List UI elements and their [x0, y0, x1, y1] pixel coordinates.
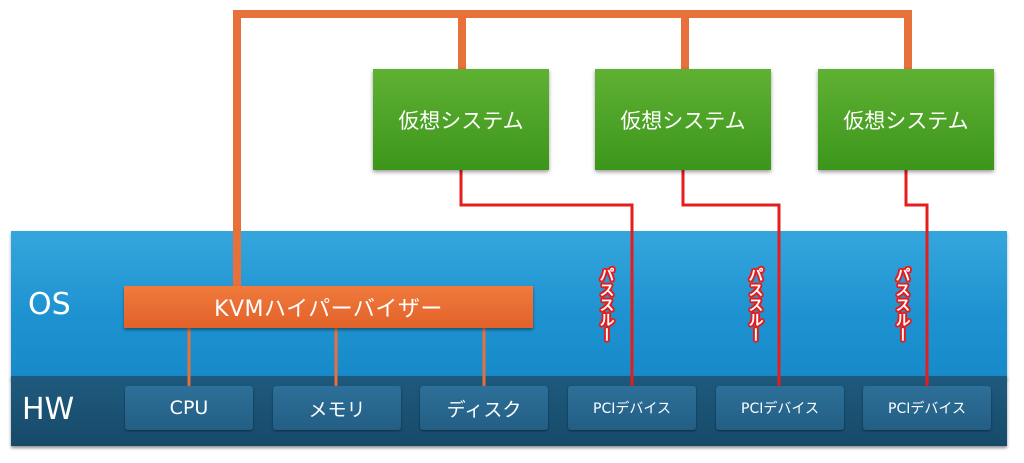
hw-pci-device-2: PCIデバイス: [716, 386, 844, 430]
virtual-system-2: 仮想システム: [595, 69, 771, 170]
hw-memory: メモリ: [273, 386, 401, 430]
hw-disk: ディスク: [420, 386, 548, 430]
passthrough-label-1: パススルー: [597, 266, 616, 342]
kvm-hypervisor: KVMハイパーバイザー: [124, 286, 533, 328]
virtual-system-1: 仮想システム: [373, 69, 549, 170]
passthrough-label-2: パススルー: [746, 266, 765, 342]
passthrough-label-3: パススルー: [893, 266, 912, 342]
os-layer-label: OS: [28, 287, 71, 322]
hw-pci-device-1: PCIデバイス: [568, 386, 696, 430]
hw-pci-device-3: PCIデバイス: [863, 386, 991, 430]
hw-layer-label: HW: [22, 392, 75, 427]
virtual-system-3: 仮想システム: [818, 69, 994, 170]
hw-cpu: CPU: [125, 386, 253, 430]
